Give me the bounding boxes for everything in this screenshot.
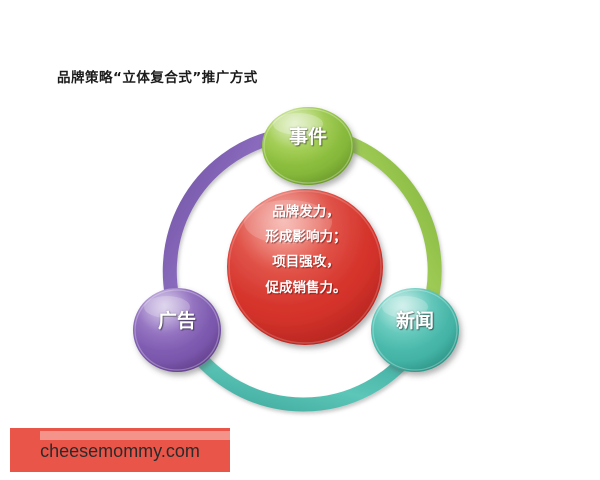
watermark-band: cheesemommy.com <box>10 428 230 472</box>
node-advertising[interactable] <box>133 288 221 372</box>
node-event[interactable] <box>262 107 354 185</box>
center-core <box>227 189 383 345</box>
watermark-highlight-bar <box>40 431 230 440</box>
node-news[interactable] <box>371 288 459 372</box>
arc-news-to-advertising <box>185 341 421 412</box>
watermark-text: cheesemommy.com <box>40 441 200 461</box>
arc-group <box>162 130 442 412</box>
arc-advertising-to-event <box>162 130 282 325</box>
arc-event-to-news <box>334 133 442 320</box>
page-title: 品牌策略“立体复合式”推广方式 <box>57 70 258 86</box>
